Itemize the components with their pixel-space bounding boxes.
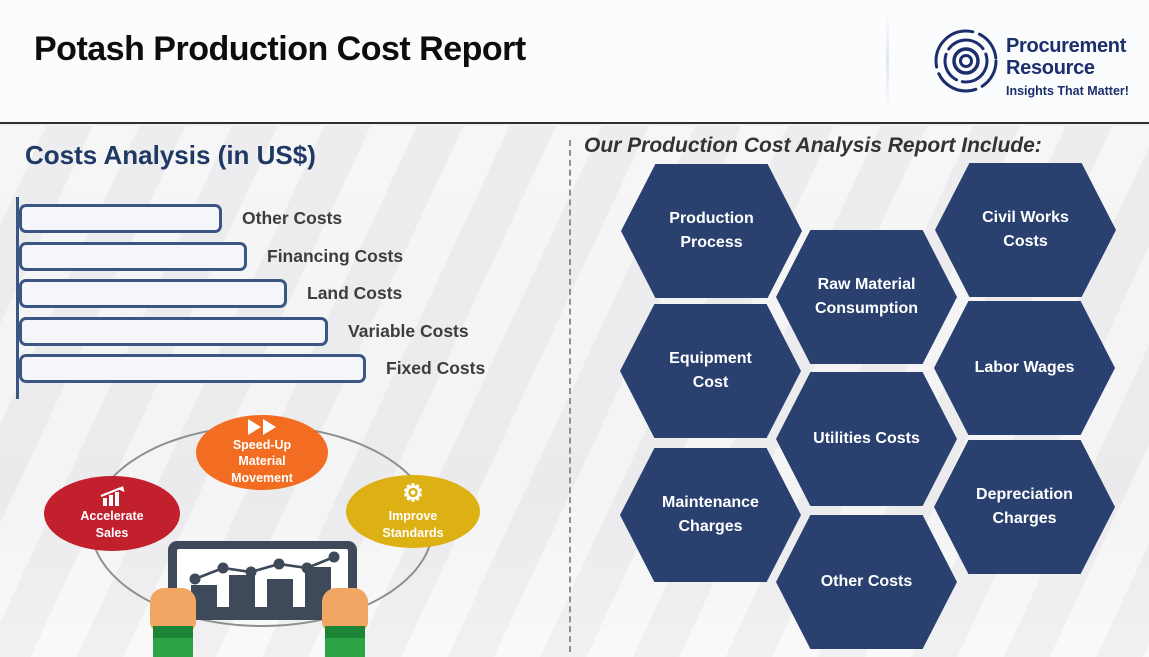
right-sleeve-illustration	[325, 626, 365, 657]
bar-row: Financing Costs	[19, 242, 403, 271]
costs-analysis-title: Costs Analysis (in US$)	[25, 140, 316, 170]
hexagon-equipment-cost: Equipment Cost	[620, 304, 801, 438]
bar-row: Fixed Costs	[19, 354, 485, 383]
bubble-label: Speed-Up Material Movement	[231, 438, 293, 485]
bar-label: Land Costs	[307, 283, 403, 303]
right-section-title: Our Production Cost Analysis Report Incl…	[584, 134, 1042, 157]
bubble-accelerate-sales: Accelerate Sales	[44, 476, 180, 551]
hexagon-other-costs: Other Costs	[776, 515, 957, 649]
bar-financing-costs	[19, 242, 247, 271]
bar-label: Financing Costs	[267, 246, 404, 266]
procurement-resource-maze-icon	[934, 29, 998, 93]
bar-land-costs	[19, 279, 287, 308]
hexagon-label: Maintenance Charges	[662, 494, 759, 535]
bubble-speed-up-material-movement: Speed-Up Material Movement	[196, 415, 328, 490]
bar-row: Land Costs	[19, 279, 402, 308]
hexagon-label: Labor Wages	[974, 359, 1075, 376]
hexagon-civil-works-costs: Civil Works Costs	[935, 163, 1116, 297]
brand-logo: Procurement Resource Insights That Matte…	[1006, 35, 1129, 99]
header-divider-line	[886, 12, 889, 112]
header: Potash Production Cost Report Procuremen…	[0, 0, 1149, 124]
bar-fixed-costs	[19, 354, 366, 383]
page-title: Potash Production Cost Report	[34, 30, 526, 68]
left-sleeve-illustration	[153, 626, 193, 657]
hexagon-maintenance-charges: Maintenance Charges	[620, 448, 801, 582]
left-hand-illustration	[150, 588, 196, 632]
chart-y-axis	[16, 197, 19, 399]
bubble-label: Accelerate Sales	[80, 509, 144, 540]
hexagon-utilities-costs: Utilities Costs	[776, 372, 957, 506]
hexagon-label: Utilities Costs	[813, 430, 920, 447]
tablet-screen	[177, 549, 348, 607]
hexagon-production-process: Production Process	[621, 164, 802, 298]
hexagon-depreciation-charges: Depreciation Charges	[934, 440, 1115, 574]
logo-name-line1: Procurement	[1006, 35, 1127, 57]
right-hand-illustration	[322, 588, 368, 632]
hexagon-label: Other Costs	[820, 573, 913, 590]
hexagon-raw-material-consumption: Raw Material Consumption	[776, 230, 957, 364]
logo-tagline: Insights That Matter!	[1006, 84, 1129, 99]
bar-other-costs	[19, 204, 222, 233]
bar-label: Other Costs	[242, 208, 343, 228]
bubble-improve-standards: ⚙ Improve Standards	[346, 475, 480, 548]
logo-name-line2: Resource	[1006, 56, 1095, 79]
tablet-chart	[189, 551, 340, 607]
hexagon-label: Production Process	[669, 210, 754, 251]
hexagon-labor-wages: Labor Wages	[934, 301, 1115, 435]
section-divider-dashed-line	[569, 140, 571, 652]
bar-variable-costs	[19, 317, 328, 346]
bar-row: Other Costs	[19, 204, 342, 233]
fast-forward-icon	[248, 419, 276, 436]
gear-icon: ⚙	[402, 480, 424, 508]
sales-growth-icon	[100, 486, 125, 507]
bar-row: Variable Costs	[19, 317, 469, 346]
hexagon-label: Depreciation Charges	[976, 486, 1073, 527]
bar-label: Variable Costs	[348, 321, 469, 341]
bar-label: Fixed Costs	[386, 358, 486, 378]
hexagon-label: Raw Material Consumption	[814, 276, 919, 317]
hexagon-label: Civil Works Costs	[982, 209, 1069, 250]
bubble-label: Improve Standards	[382, 509, 444, 540]
hexagon-label: Equipment Cost	[669, 350, 752, 391]
